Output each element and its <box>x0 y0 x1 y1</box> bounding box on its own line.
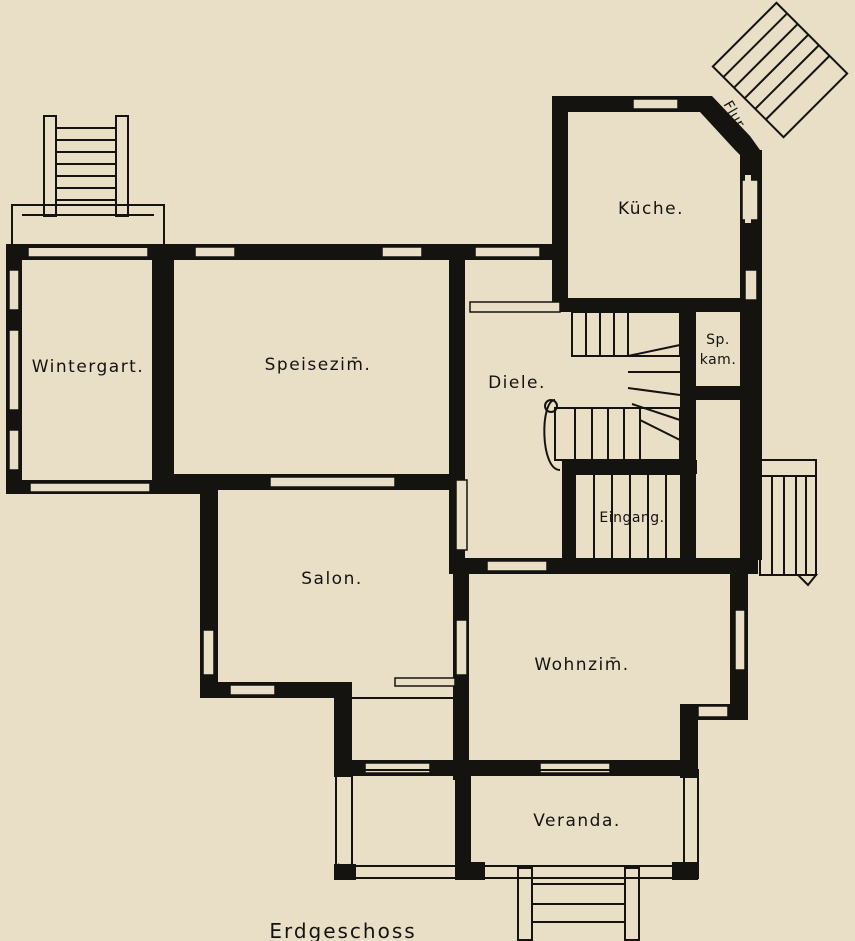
label-wohnzimmer: Wohnzim̄. <box>534 655 629 675</box>
label-speisekammer-1: Sp. <box>706 332 730 348</box>
label-eingang: Eingang. <box>599 510 664 526</box>
windows <box>8 98 759 774</box>
label-wintergarten: Wintergart. <box>32 357 145 377</box>
hearth-marks <box>745 175 751 223</box>
label-salon: Salon. <box>301 569 363 589</box>
label-veranda: Veranda. <box>533 811 621 831</box>
staircase-veranda <box>517 867 640 941</box>
label-speisekammer-2: kam. <box>700 352 737 368</box>
staircase-wintergarten <box>43 115 129 217</box>
staircase-flur <box>711 1 849 139</box>
room-labels: Wintergart. Speisezim̄. Küche. Flur. Sp.… <box>32 98 750 831</box>
label-kueche: Küche. <box>618 199 684 219</box>
label-diele: Diele. <box>488 373 546 393</box>
staircase-entrance <box>759 459 819 587</box>
label-speisezimmer: Speisezim̄. <box>265 355 372 375</box>
staircase-diele <box>543 311 695 560</box>
plan-caption: Erdgeschoss <box>269 919 416 941</box>
